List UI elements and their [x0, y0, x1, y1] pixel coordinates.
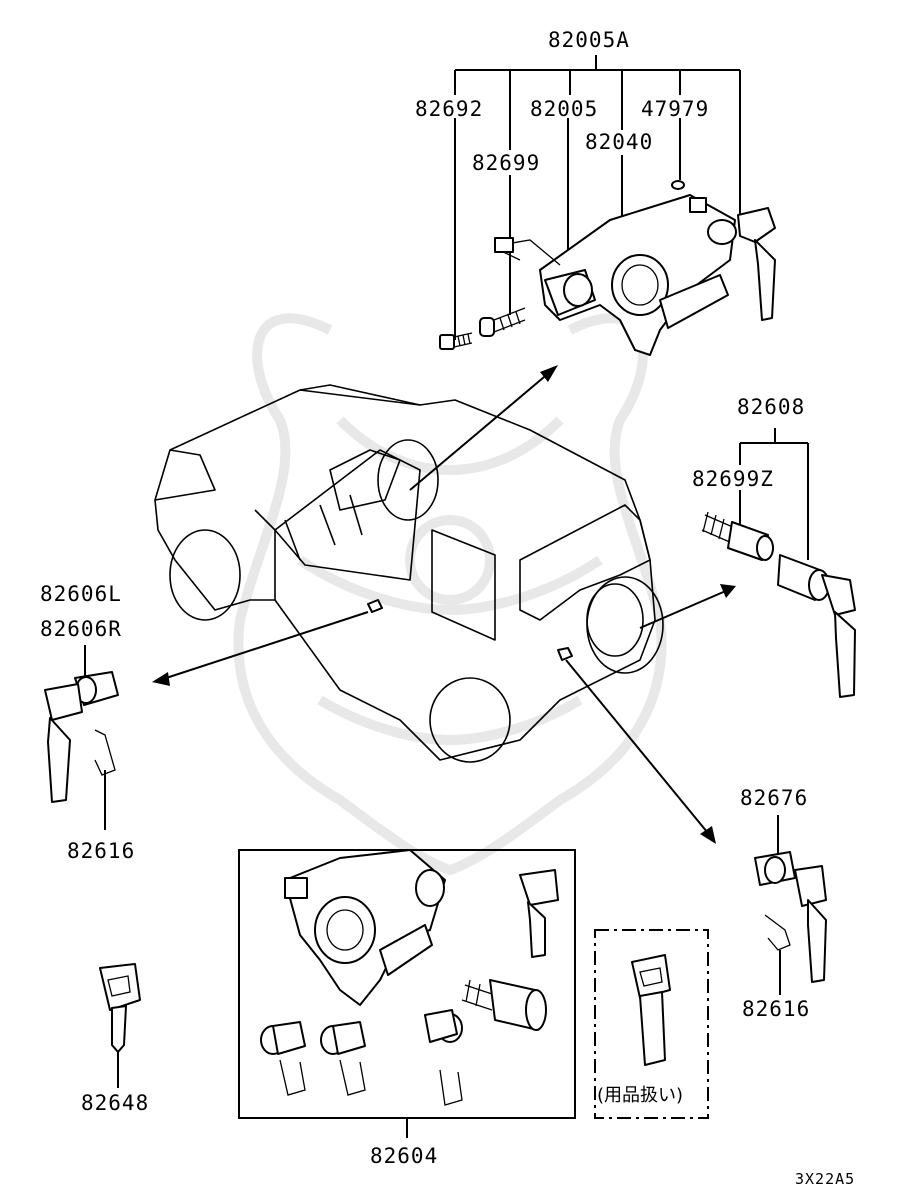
fuel-lock-assembly [701, 428, 856, 698]
label-82648: 82648 [81, 1091, 149, 1115]
lock-set-kit [238, 849, 576, 1138]
label-82676: 82676 [740, 786, 808, 810]
label-82040: 82040 [585, 130, 653, 154]
accessory-key-box [594, 929, 709, 1119]
label-47979: 47979 [641, 97, 709, 121]
label-82692: 82692 [415, 97, 483, 121]
diagram-code: 3X22A5 [795, 1170, 855, 1187]
label-82616-left: 82616 [67, 839, 135, 863]
accessory-note: (用品扱い) [597, 1085, 683, 1106]
label-82005: 82005 [530, 97, 598, 121]
pointer-arrows [152, 365, 736, 844]
door-lock-left [44, 645, 119, 830]
key-82648 [99, 963, 141, 1088]
label-82616-right: 82616 [742, 997, 810, 1021]
door-lock-right [754, 815, 827, 995]
label-82606R: 82606R [40, 617, 122, 641]
watermark-logo [233, 313, 667, 876]
label-82606L: 82606L [40, 582, 122, 606]
label-82604: 82604 [370, 1144, 438, 1168]
steering-lock-assembly [439, 55, 776, 356]
label-82699Z: 82699Z [692, 467, 774, 491]
vehicle-outline [154, 384, 664, 763]
label-82005A: 82005A [548, 28, 630, 52]
label-82608: 82608 [737, 395, 805, 419]
label-82699: 82699 [472, 151, 540, 175]
